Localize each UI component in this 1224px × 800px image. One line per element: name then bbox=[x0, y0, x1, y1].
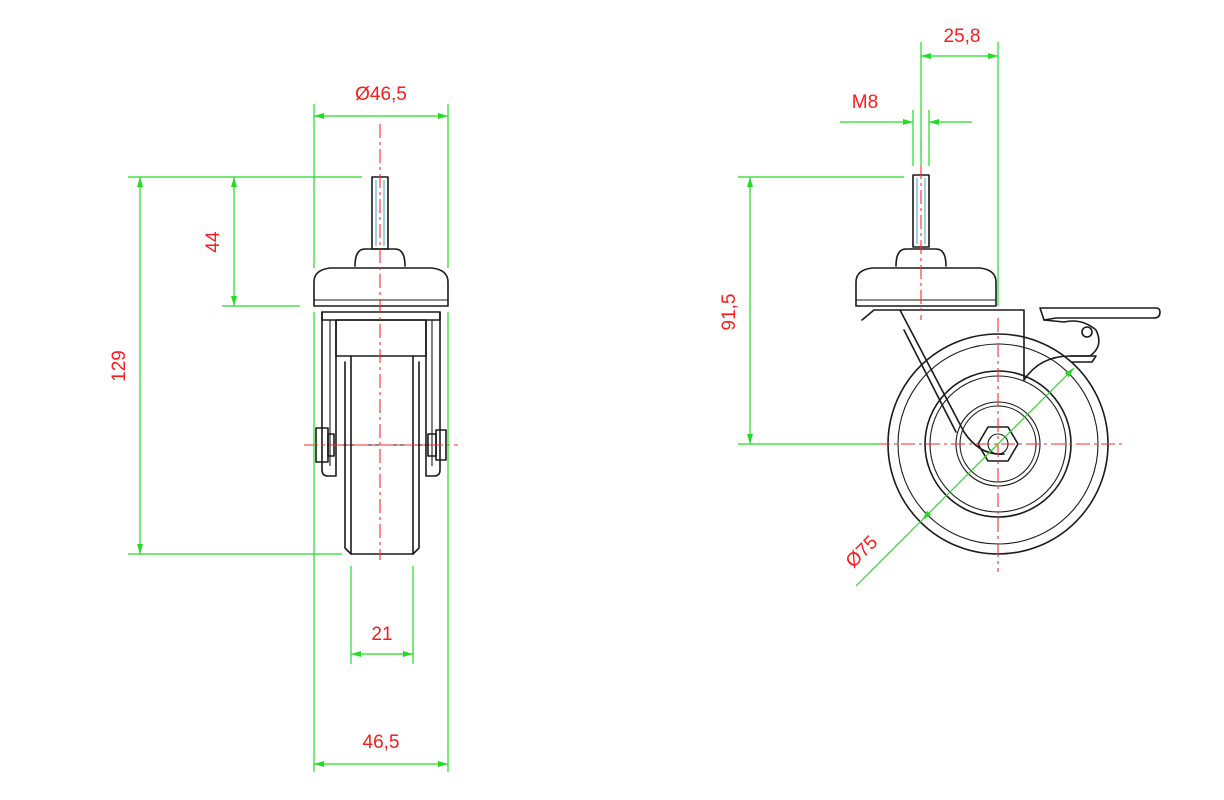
dim-total-height-label: 129 bbox=[109, 350, 130, 382]
front-view bbox=[304, 124, 458, 560]
dim-wheel-width-label: 21 bbox=[371, 624, 392, 645]
side-top-plate bbox=[855, 267, 997, 307]
dim-thread-label: M8 bbox=[852, 92, 878, 113]
dim-stem-height-label: 44 bbox=[203, 231, 224, 253]
front-top-plate bbox=[313, 267, 449, 307]
dim-top-diameter-label: Ø46,5 bbox=[355, 84, 407, 105]
front-dimensions: Ø46,5 44 129 21 46,5 bbox=[109, 84, 449, 772]
side-view bbox=[855, 140, 1161, 572]
front-wheel bbox=[344, 355, 420, 555]
dim-axle-height-label: 91,5 bbox=[719, 294, 740, 331]
dim-base-width-label: 46,5 bbox=[363, 732, 400, 753]
dim-offset-label: 25,8 bbox=[944, 26, 981, 47]
front-fork bbox=[321, 311, 441, 477]
side-fork bbox=[861, 309, 1025, 455]
